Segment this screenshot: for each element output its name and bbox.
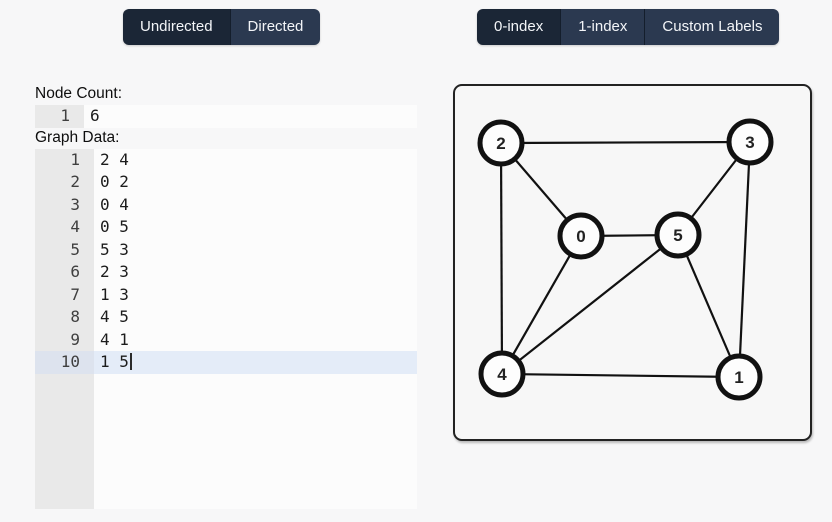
graph-node-label: 3: [745, 133, 754, 152]
graph-svg: 2 3 0 5 4 1: [477, 118, 774, 401]
line-number: 1: [35, 148, 94, 171]
line-text[interactable]: 0 4: [94, 193, 417, 216]
node-count-label: Node Count:: [35, 85, 123, 102]
editor-empty-line[interactable]: [35, 463, 417, 486]
graph-edge-2-3: [500, 140, 751, 145]
line-text[interactable]: 2 4: [94, 148, 417, 171]
graph-node-4[interactable]: [478, 350, 526, 398]
line-number: [35, 396, 94, 419]
line-number: 3: [35, 193, 94, 216]
line-text[interactable]: 4 5: [94, 306, 417, 329]
line-number: 8: [35, 306, 94, 329]
line-text[interactable]: [94, 396, 417, 419]
toggle-option-0-index[interactable]: 0-index: [477, 9, 561, 45]
line-number: [35, 418, 94, 441]
graph-data-label: Graph Data:: [35, 128, 120, 146]
graph-edge-0-4: [501, 235, 582, 375]
line-number: 1: [35, 105, 84, 128]
graph-node-label: 1: [734, 368, 743, 387]
line-text[interactable]: [94, 373, 417, 396]
graph-node-label: 4: [497, 365, 507, 384]
graph-edge-2-4: [499, 142, 504, 375]
line-number: 7: [35, 283, 94, 306]
graph-edge-4-1: [501, 372, 740, 379]
line-number: [35, 373, 94, 396]
graph-node-1[interactable]: [715, 353, 763, 401]
line-number: [35, 441, 94, 464]
graph-node-5[interactable]: [654, 211, 702, 259]
toggle-option-1-index[interactable]: 1-index: [560, 9, 645, 45]
line-text[interactable]: 0 2: [94, 171, 417, 194]
editor-empty-line[interactable]: [35, 441, 417, 464]
editor-empty-line[interactable]: [35, 373, 417, 396]
graph-node-3[interactable]: [726, 118, 774, 166]
graph-node-label: 5: [673, 226, 682, 245]
line-text[interactable]: 2 3: [94, 261, 417, 284]
graph-canvas[interactable]: 2 3 0 5 4 1: [453, 84, 812, 441]
line-number: [35, 463, 94, 486]
editor-empty-line[interactable]: [35, 396, 417, 419]
toggle-option-directed[interactable]: Directed: [229, 9, 321, 45]
line-text[interactable]: [94, 486, 417, 509]
line-number: 9: [35, 328, 94, 351]
line-text[interactable]: 1 5: [94, 351, 417, 374]
graph-edge-1-5: [676, 234, 741, 378]
editor-empty-line[interactable]: [35, 418, 417, 441]
line-text[interactable]: 0 5: [94, 216, 417, 239]
line-text[interactable]: 1 3: [94, 283, 417, 306]
text-cursor: [129, 353, 132, 370]
line-text[interactable]: 5 3: [94, 238, 417, 261]
line-text[interactable]: [94, 418, 417, 441]
toggle-option-undirected[interactable]: Undirected: [123, 9, 230, 45]
line-number: 2: [35, 171, 94, 194]
graph-edge-1-3: [737, 141, 752, 378]
graph-edge-4-5: [501, 234, 679, 375]
line-number: 5: [35, 238, 94, 261]
line-text[interactable]: [94, 463, 417, 486]
graph-node-label: 2: [496, 134, 505, 153]
graph-node-label: 0: [576, 227, 585, 246]
line-number: [35, 486, 94, 509]
editor-empty-line[interactable]: [35, 486, 417, 509]
line-number: 4: [35, 216, 94, 239]
line-number: 6: [35, 261, 94, 284]
graph-node-2[interactable]: [477, 119, 525, 167]
line-text[interactable]: [94, 441, 417, 464]
line-text[interactable]: 6: [84, 105, 417, 128]
graph-node-0[interactable]: [557, 212, 605, 260]
toggle-option-custom-labels[interactable]: Custom Labels: [644, 9, 780, 45]
line-text[interactable]: 4 1: [94, 328, 417, 351]
line-number: 10: [35, 351, 94, 374]
